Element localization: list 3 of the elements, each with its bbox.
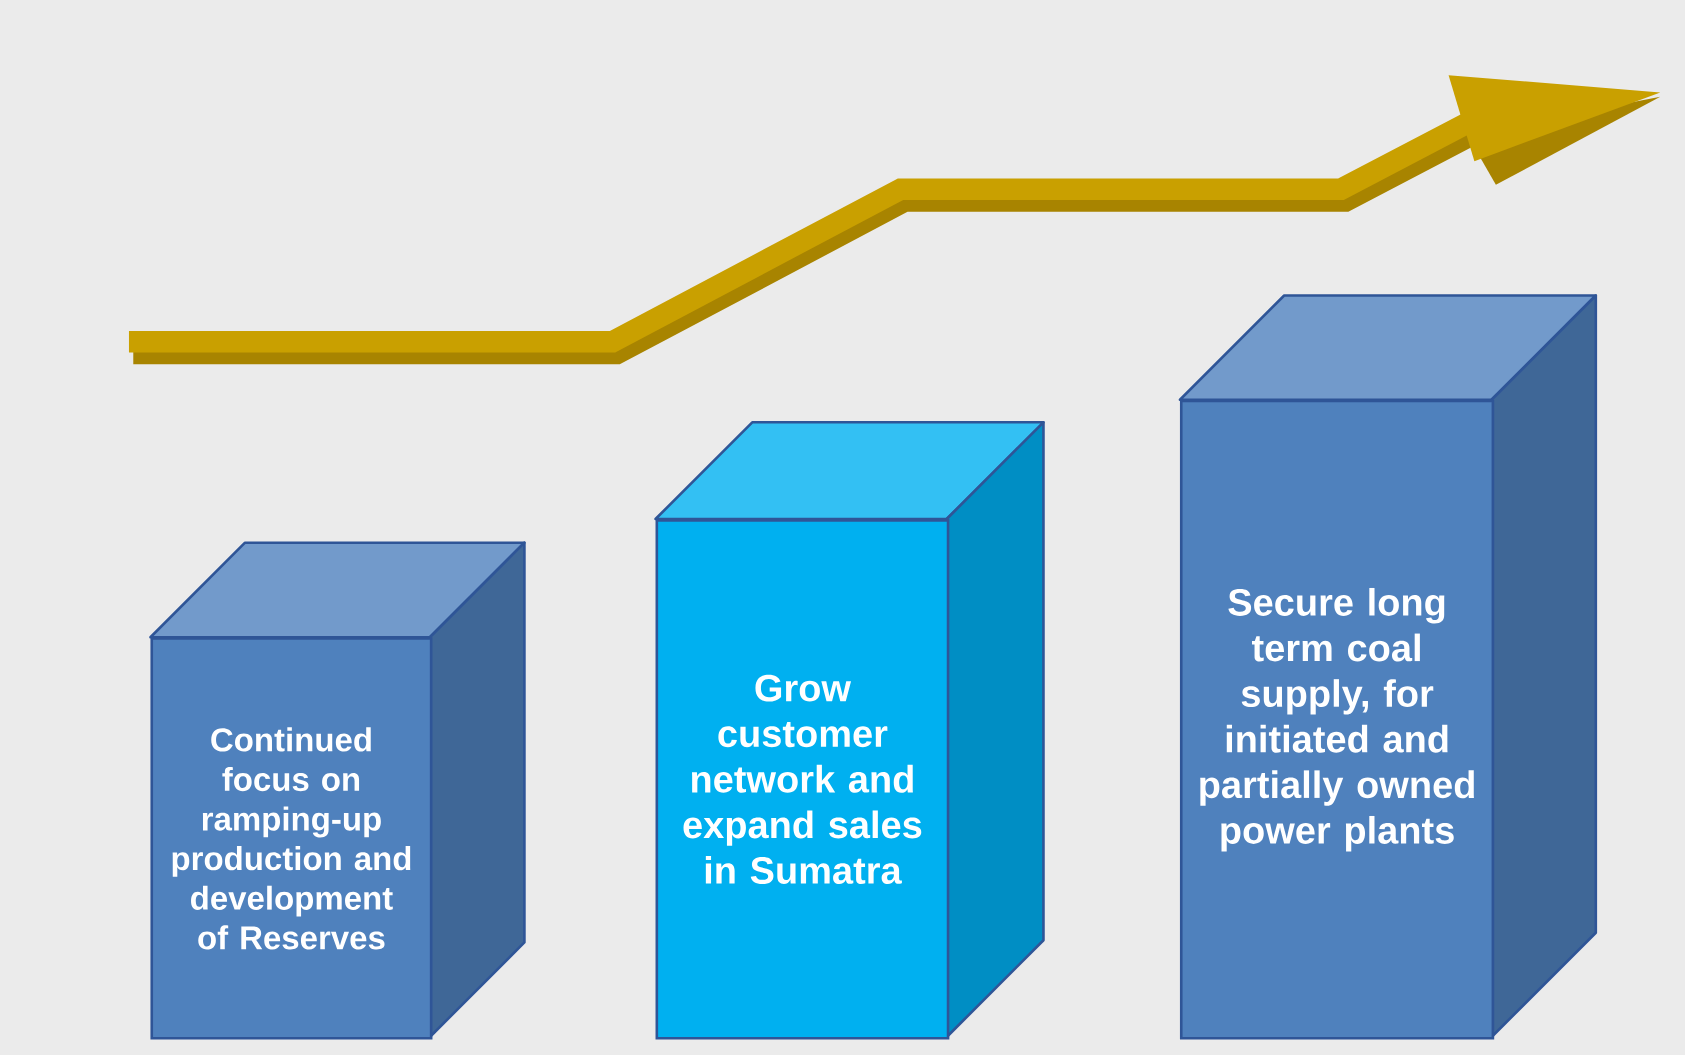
cube-box: Continued focus on ramping-up production and development of Reserves — [149, 541, 526, 1040]
cube-box: Grow customer network and expand sales in Sumatra — [654, 420, 1045, 1040]
cube-box: Secure long term coal supply, for initiated and partially owned power plants — [1178, 294, 1598, 1040]
